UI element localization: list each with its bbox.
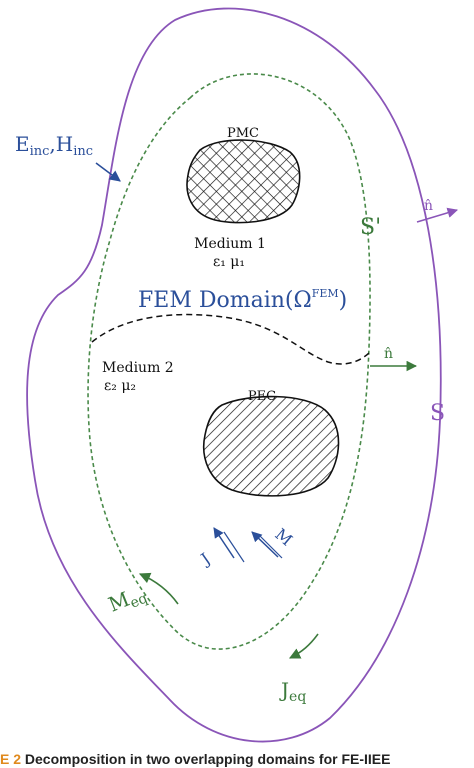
outer-surface-s — [26, 7, 442, 743]
incident-h: ,H — [49, 132, 73, 156]
medium1-label: Medium 1 — [194, 236, 266, 252]
j-current-label: J — [196, 549, 214, 569]
outer-normal-label: n̂ — [424, 198, 433, 214]
s-outer-label: S — [430, 401, 445, 426]
j-eq-arrow — [288, 633, 319, 659]
pmc-label: PMC — [227, 126, 259, 141]
figure-caption: E 2 Decomposition in two overlapping dom… — [0, 751, 474, 768]
m-eq-main: M — [105, 587, 133, 617]
medium-interface — [91, 313, 371, 365]
incident-e: E — [15, 132, 30, 156]
m-eq-label: Meq — [105, 580, 150, 619]
incident-arrow — [95, 162, 121, 182]
pec-object — [203, 395, 340, 497]
incident-field-label: Einc,Hinc — [15, 132, 93, 159]
incident-h-sub: inc — [73, 144, 93, 159]
m-current-line — [257, 533, 283, 559]
pec-label: PEC — [248, 389, 276, 404]
m-current-label: M — [271, 525, 296, 550]
fem-domain-text: FEM Domain(Ω — [138, 288, 312, 313]
j-eq-main: J — [279, 678, 289, 702]
fem-domain-label: FEM Domain(ΩFEM) — [138, 287, 347, 313]
fem-domain-sup: FEM — [312, 287, 339, 300]
outer-normal-arrow — [416, 207, 459, 223]
m-eq-arrow — [138, 572, 179, 605]
fem-surface-s-prime — [87, 73, 371, 650]
medium1-params: ε₁ μ₁ — [213, 254, 245, 270]
inner-normal-label: n̂ — [384, 346, 393, 362]
s-prime-label: S' — [360, 215, 381, 240]
j-current-arrow — [213, 527, 235, 559]
fem-domain-close: ) — [339, 288, 348, 313]
m-eq-sub: eq — [128, 590, 150, 611]
pmc-object — [186, 139, 301, 224]
medium2-params: ε₂ μ₂ — [104, 378, 136, 394]
j-current-line — [223, 531, 245, 563]
incident-e-sub: inc — [30, 144, 50, 159]
medium2-label: Medium 2 — [102, 360, 174, 376]
caption-number: E 2 — [0, 751, 22, 767]
caption-text: Decomposition in two overlapping domains… — [21, 751, 391, 767]
j-eq-sub: eq — [289, 689, 306, 705]
m-current-arrow — [251, 531, 279, 558]
j-eq-label: Jeq — [279, 678, 306, 705]
